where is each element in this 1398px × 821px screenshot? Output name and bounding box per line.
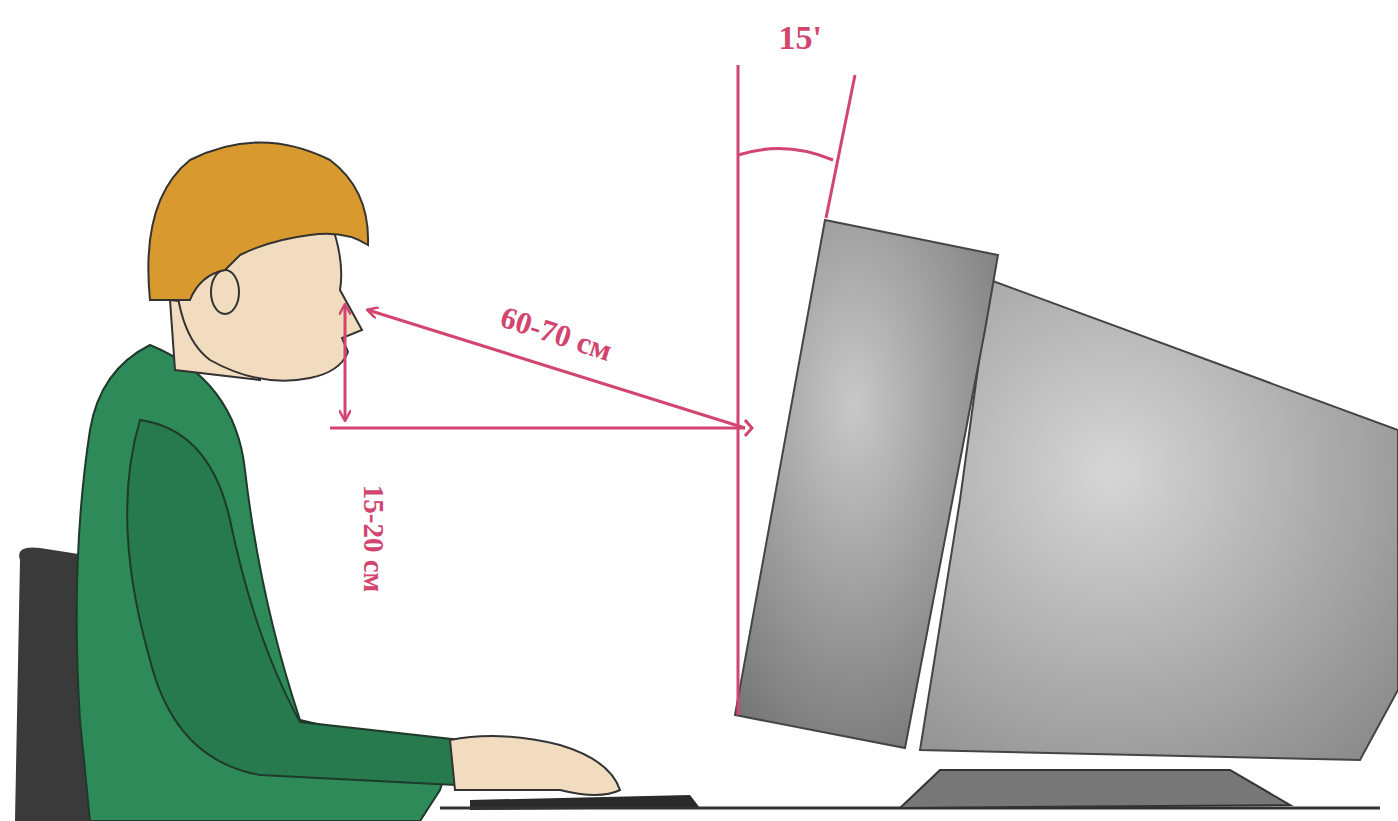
height-label: 15-20 см xyxy=(359,484,388,592)
arm xyxy=(127,420,460,785)
tilt-line xyxy=(826,75,855,218)
vertical-line xyxy=(737,65,740,715)
height-arrow-up xyxy=(344,305,347,360)
angle-arc xyxy=(738,149,833,160)
ear xyxy=(211,270,239,314)
right-angle-mark xyxy=(745,420,752,436)
monitor-front xyxy=(735,220,998,748)
monitor-stand xyxy=(900,770,1290,808)
eye-level-line xyxy=(330,427,745,430)
hand xyxy=(450,736,620,795)
height-arrow-down xyxy=(344,360,347,420)
hair xyxy=(148,143,368,301)
angle-label: 15' xyxy=(779,21,822,55)
monitor-housing xyxy=(920,280,1398,760)
